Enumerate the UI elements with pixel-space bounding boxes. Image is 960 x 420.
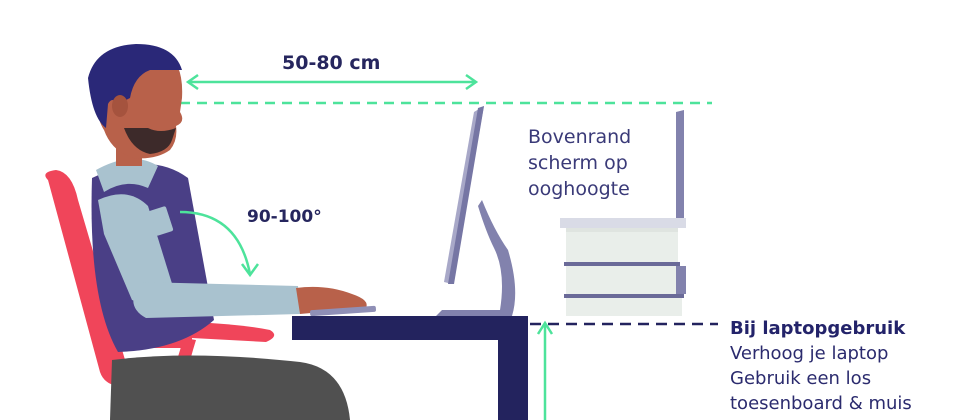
angle-arrow [179,210,260,278]
laptop-tip: Verhoog je laptop [730,343,889,364]
screen-top-line: scherm op [528,152,628,174]
screen-top-line: ooghoogte [528,178,630,200]
screen-top-line: Bovenrand [528,126,632,148]
distance-label: 50-80 cm [282,52,381,74]
laptop-tip: toesenboard & muis [730,393,912,414]
screen-top-note: Bovenrand scherm op ooghoogte [528,124,631,202]
desk [292,316,528,420]
laptop-note: Bij laptopgebruik Verhoog je laptop Gebr… [730,316,912,416]
distance-arrow [185,73,479,91]
angle-label: 90-100° [247,207,322,227]
laptop-on-books [560,110,686,316]
laptop-note-heading: Bij laptopgebruik [730,318,906,339]
desk-height-arrow [536,320,554,420]
seated-person [88,44,367,420]
desktop-monitor [436,106,516,316]
laptop-tip: Gebruik een los [730,368,872,389]
keyboard [310,305,376,317]
